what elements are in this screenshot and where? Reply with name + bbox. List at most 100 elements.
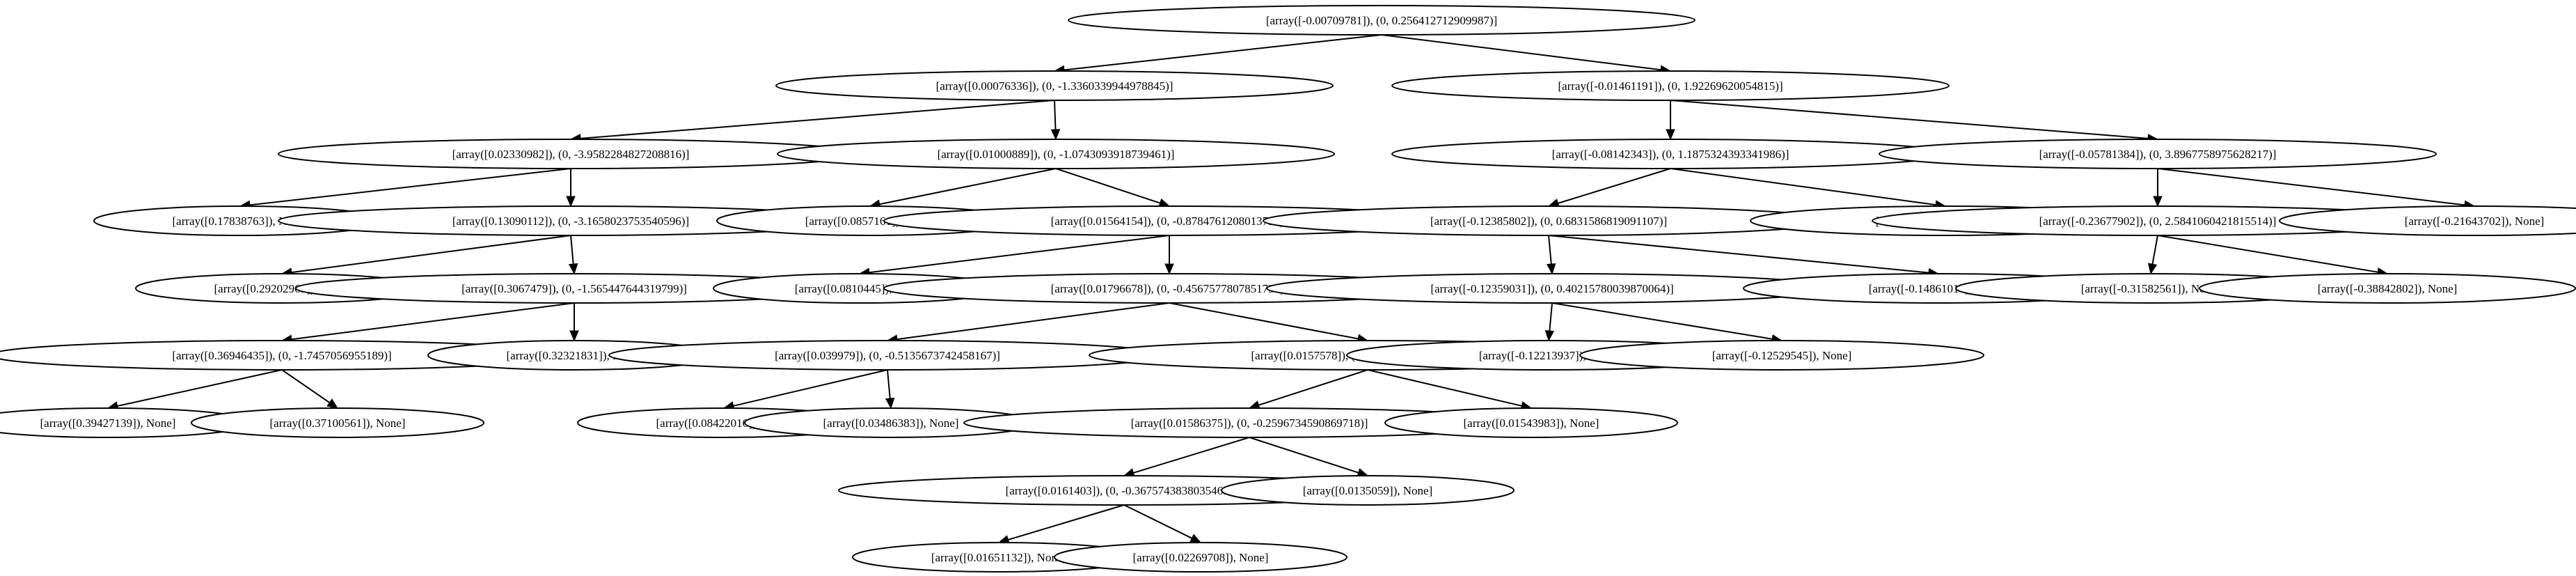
- arrowhead-icon: [566, 196, 576, 208]
- edge-n2-n5: [1666, 100, 1675, 141]
- arrowhead-icon: [1666, 129, 1675, 141]
- node-ellipse: [1221, 475, 1515, 506]
- arrowhead-icon: [326, 398, 339, 409]
- node-label: [array([0.039979]), (0, -0.5135673742458…: [775, 349, 1000, 362]
- edge-n4-n10: [1055, 168, 1171, 208]
- node-label: [array([0.01796678]), (0, -0.45675778078…: [1051, 282, 1288, 295]
- node-label: [array([0.00076336]), (0, -1.33603399449…: [936, 79, 1174, 93]
- edge-line: [1169, 302, 1359, 340]
- edge-n25-n32: [885, 369, 895, 410]
- edge-line: [281, 369, 331, 403]
- edge-n11-n19: [1546, 235, 1556, 275]
- edge-line: [291, 302, 575, 341]
- edge-line: [1008, 504, 1125, 540]
- arrowhead-icon: [1544, 329, 1555, 342]
- node-ellipse: [1879, 139, 2437, 169]
- edge-line: [1381, 34, 1661, 71]
- edge-line: [1367, 369, 1522, 407]
- edges-layer: [106, 34, 2476, 545]
- edge-line: [1064, 34, 1382, 71]
- tree-node-n34: [array([0.01543983]), None]: [1384, 407, 1678, 438]
- edge-n16-n24: [569, 303, 579, 342]
- edge-n3-n8: [566, 169, 576, 208]
- arrowhead-icon: [568, 263, 578, 275]
- edge-line: [1258, 369, 1368, 406]
- edge-line: [2157, 168, 2465, 206]
- node-label: [array([-0.23677902]), (0, 2.58410604218…: [2039, 215, 2277, 228]
- node-ellipse: [1391, 70, 1950, 101]
- edge-n35-n38: [1123, 504, 1202, 543]
- tree-node-n5: [array([-0.08142343]), (0, 1.18753243933…: [1391, 139, 1950, 169]
- node-label: [array([-0.12385802]), (0, 0.68315868190…: [1430, 215, 1667, 228]
- edge-line: [570, 235, 574, 265]
- node-label: [array([-0.38842802]), None]: [2318, 282, 2458, 295]
- node-label: [array([0.01564154]), (0, -0.87847612080…: [1051, 215, 1288, 228]
- edge-n1-n4: [1050, 100, 1061, 141]
- edge-line: [580, 100, 1055, 139]
- edge-line: [879, 168, 1057, 205]
- edge-line: [1249, 437, 1359, 474]
- edge-line: [249, 168, 571, 206]
- edge-n6-n13: [2153, 169, 2163, 208]
- edge-n1-n3: [569, 100, 1055, 143]
- arrowhead-icon: [1190, 534, 1202, 543]
- edge-n19-n27: [1544, 302, 1555, 342]
- edge-n11-n20: [1548, 235, 1940, 278]
- edge-n6-n14: [2157, 168, 2476, 210]
- edge-n18-n26: [1169, 302, 1369, 343]
- node-label: [array([0.02330982]), (0, -3.95822848272…: [452, 148, 690, 161]
- tree-node-n2: [array([-0.01461191]), (0, 1.92269620054…: [1391, 70, 1950, 101]
- edge-n33-n36: [1249, 437, 1369, 477]
- node-label: [array([0.3067479]), (0, -1.565447644319…: [461, 282, 687, 295]
- node-ellipse: [1068, 5, 1696, 36]
- nodes-layer: [array([-0.00709781]), (0, 0.25641271290…: [0, 5, 2576, 573]
- tree-node-n1: [array([0.00076336]), (0, -1.33603399449…: [775, 70, 1334, 101]
- node-label: [array([0.17838763]), None]: [173, 215, 308, 228]
- node-label: [array([0.0161403]), (0, -0.367574383803…: [1006, 484, 1243, 497]
- node-ellipse: [1054, 542, 1348, 573]
- arrowhead-icon: [2153, 196, 2163, 208]
- edge-n5-n11: [1547, 168, 1671, 208]
- edge-line: [1670, 100, 2149, 139]
- edge-line: [1548, 235, 1552, 265]
- arrowhead-icon: [2147, 263, 2158, 275]
- edge-line: [291, 235, 571, 274]
- edge-n2-n6: [1670, 100, 2159, 143]
- edge-n0-n1: [1053, 34, 1382, 75]
- edge-line: [1133, 437, 1250, 474]
- edge-line: [1055, 168, 1161, 204]
- edge-line: [2151, 235, 2158, 265]
- node-label: [array([0.37100561]), None]: [270, 417, 406, 430]
- edge-n5-n12: [1670, 168, 1947, 210]
- edge-n23-n29: [106, 369, 283, 411]
- edge-line: [2157, 235, 2378, 273]
- node-label: [array([-0.31582561]), None]: [2081, 282, 2221, 295]
- node-ellipse: [1384, 407, 1678, 438]
- node-label: [array([0.01000889]), (0, -1.07430939187…: [938, 148, 1175, 161]
- node-label: [array([0.02269708]), None]: [1133, 551, 1269, 564]
- node-label: [array([-0.12359031]), (0, 0.40215780039…: [1430, 282, 1673, 295]
- node-label: [array([0.0135059]), None]: [1303, 484, 1432, 497]
- edge-n18-n25: [886, 302, 1170, 344]
- tree-node-n22: [array([-0.38842802]), None]: [2199, 273, 2576, 304]
- tree-node-n28: [array([-0.12529545]), None]: [1579, 340, 1984, 371]
- edge-n4-n9: [869, 168, 1057, 209]
- node-ellipse: [2199, 273, 2576, 304]
- edge-n0-n2: [1381, 34, 1672, 75]
- edge-line: [733, 369, 888, 407]
- arrowhead-icon: [1164, 263, 1174, 275]
- node-label: [array([0.36946435]), (0, -1.74570569551…: [172, 349, 391, 362]
- tree-node-n8: [array([0.13090112]), (0, -3.16580237535…: [278, 205, 864, 236]
- edge-n13-n21: [2147, 235, 2158, 275]
- tree-node-n0: [array([-0.00709781]), (0, 0.25641271290…: [1068, 5, 1696, 36]
- node-ellipse: [2279, 205, 2576, 236]
- edge-n13-n22: [2157, 235, 2389, 277]
- tree-node-n6: [array([-0.05781384]), (0, 3.89677589756…: [1879, 139, 2437, 169]
- edge-n25-n31: [722, 369, 888, 411]
- edge-line: [1551, 302, 1773, 340]
- edge-n26-n33: [1248, 369, 1368, 410]
- node-label: [array([-0.08142343]), (0, 1.18753243933…: [1552, 148, 1789, 161]
- tree-node-n14: [array([-0.21643702]), None]: [2279, 205, 2576, 236]
- node-label: [array([-0.05781384]), (0, 3.89677589756…: [2039, 148, 2277, 161]
